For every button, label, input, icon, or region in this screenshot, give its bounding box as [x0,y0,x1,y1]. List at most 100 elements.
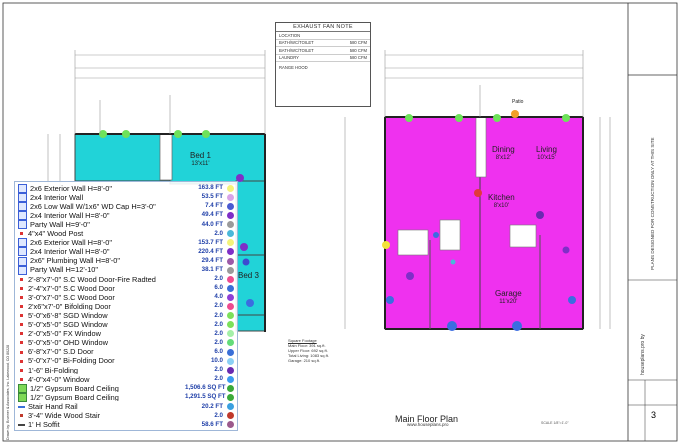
condition-quantity: 4.0 [214,293,223,301]
condition-color-swatch[interactable] [227,384,234,392]
condition-label: 5'-0"x5'-0" OHD Window [28,339,108,347]
condition-color-swatch[interactable] [227,303,234,311]
condition-color-swatch[interactable] [227,275,234,283]
plan-title: Main Floor Plan [395,414,459,424]
takeoff-condition-row[interactable]: 2x4 Interior Wall H=8'-0"220.4 FT [15,247,237,258]
takeoff-condition-row[interactable]: Party Wall H=12'-10"38.1 FT [15,265,237,276]
room-dim: 10'x15' [537,155,556,161]
condition-color-swatch[interactable] [227,221,234,229]
condition-color-swatch[interactable] [227,412,234,420]
condition-color-swatch[interactable] [227,403,234,411]
condition-quantity: 6.0 [214,284,223,292]
takeoff-condition-row[interactable]: 2x6 Low Wall W/1x6" WD Cap H=3'-0"7.4 FT [15,201,237,212]
room-label-dining: Dining 8'x12' [492,146,515,162]
sqft-label: Total Living: [288,353,310,358]
exhaust-row: LOCATION [276,32,370,40]
condition-quantity: 20.2 FT [201,402,223,410]
condition-color-swatch[interactable] [227,312,234,320]
wall-icon [18,192,27,202]
condition-color-swatch[interactable] [227,284,234,292]
condition-quantity: 44.0 FT [201,220,223,228]
room-label-living: Living 10'x15' [536,146,557,162]
sqft-label: Garage: [288,358,303,363]
window-icon [20,314,23,318]
condition-label: 2x4 Interior Wall H=8'-0" [30,248,110,256]
condition-color-swatch[interactable] [227,257,234,265]
window-icon [20,377,23,381]
wall-icon [18,247,27,257]
condition-label: 6'-8"x7'-0" S.D Door [28,348,94,356]
soffit-icon [18,423,25,426]
takeoff-condition-row[interactable]: 2x6 Exterior Wall H=8'-0"153.7 FT [15,238,237,249]
ceiling-icon [18,383,27,393]
takeoff-condition-row[interactable]: 2x4 Interior Wall H=8'-0"49.4 FT [15,210,237,221]
room-name: Living [536,145,557,154]
condition-color-swatch[interactable] [227,330,234,338]
left-floor-plan [74,130,266,332]
room-name: Bed 1 [190,151,211,160]
condition-color-swatch[interactable] [227,293,234,301]
condition-color-swatch[interactable] [227,394,234,402]
takeoff-condition-row[interactable]: 2x6 Exterior Wall H=8'-0"163.8 FT [15,183,237,194]
wall-icon [18,238,27,248]
exhaust-row-value: 580 CFM [349,55,367,61]
condition-label: 2x4 Interior Wall H=8'-0" [30,211,110,220]
condition-color-swatch[interactable] [227,248,234,256]
condition-quantity: 2.0 [214,329,223,337]
room-name: Dining [492,145,515,154]
condition-color-swatch[interactable] [227,348,234,356]
condition-color-swatch[interactable] [227,366,234,374]
condition-label: 2x6 Exterior Wall H=8'-0" [30,184,113,192]
room-dim: 8'x12' [495,155,511,161]
condition-color-swatch[interactable] [227,212,234,220]
condition-color-swatch[interactable] [227,266,234,274]
condition-color-swatch[interactable] [227,239,234,247]
room-name: Garage [495,289,522,298]
condition-color-swatch[interactable] [227,193,234,201]
condition-color-swatch[interactable] [227,202,234,210]
rail-icon [18,405,25,408]
condition-label: 5'-0"x6'-8" SGD Window [28,311,108,320]
takeoff-condition-row[interactable]: Party Wall H=9'-0"44.0 FT [15,219,237,230]
room-dim: 8'x10' [493,203,509,209]
sqft-value: 210 sq.ft. [303,358,321,363]
condition-color-swatch[interactable] [227,321,234,329]
condition-quantity: 1,291.5 SQ FT [185,393,226,401]
condition-color-swatch[interactable] [227,339,234,347]
condition-color-swatch[interactable] [227,421,234,429]
condition-color-swatch[interactable] [227,184,234,192]
takeoff-condition-row[interactable]: 2x6" Plumbing Wall H=8'-0"29.4 FT [15,256,237,267]
exhaust-note-title: EXHAUST FAN NOTE [276,23,370,32]
wall-icon [18,211,27,221]
condition-color-swatch[interactable] [227,357,234,365]
door-icon [20,368,23,372]
condition-color-swatch[interactable] [227,375,234,383]
condition-quantity: 1,506.6 SQ FT [185,384,226,392]
room-label-patio: Patio [512,98,523,106]
room-name: Patio [512,99,524,105]
sqft-value: 692 sq.ft. [311,348,328,353]
condition-color-swatch[interactable] [227,230,234,238]
